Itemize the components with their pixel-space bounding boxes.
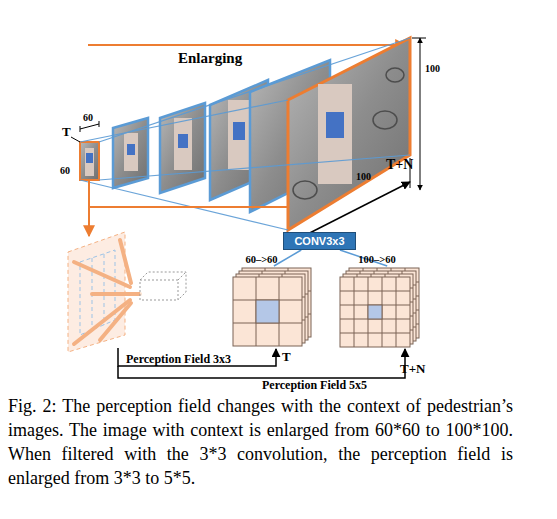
dimension-label: 100 [356,172,371,182]
image-sequence [80,38,410,230]
figure-caption: Fig. 2: The perception field changes wit… [8,394,513,490]
perception-illustration [68,232,186,352]
large-image [288,38,410,230]
small-image [80,142,99,180]
center-cell [256,300,279,323]
pedestrian [124,133,138,171]
receptive-cube [178,272,186,280]
dimension-label: T [62,125,71,138]
map-heading: 60–>60 [221,255,302,266]
pedestrian-box [127,144,135,155]
feature-map-stack: 100–>60 [338,266,420,347]
dimension-label: 100 [425,64,440,74]
context-image [160,103,205,193]
conv-block: CONV3x3 [283,232,356,250]
connector-line [274,250,301,266]
dimension-label: T+N [400,362,425,375]
title-arrow-label: Enlarging [178,51,242,66]
field-bracket [118,349,405,378]
feature-map-5x5 [340,268,419,347]
bicycle-wheel [293,181,317,199]
field-label: Perception Field 5x5 [262,379,367,391]
pedestrian [318,84,352,184]
enlarging-arrow [88,44,406,46]
bicycle-wheel [386,68,404,82]
receptive-cube [140,272,186,300]
receptive-cube [140,280,178,300]
pedestrian-box [326,112,344,138]
pedestrian-box [233,122,245,140]
field-arrows [74,240,140,344]
pedestrian-box [86,153,93,163]
dimension-label: T [282,350,291,363]
dimension-lines [71,38,426,250]
flow-arrow [88,207,90,236]
flow-line [89,180,288,207]
feature-map-3x3 [233,268,311,346]
pedestrian [174,118,192,170]
dimension-label: 60 [83,113,93,123]
bicycle-wheel [373,111,397,129]
center-cell [368,305,382,319]
dimension-label: 60 [60,166,70,176]
block-label: CONV3x3 [294,236,344,247]
pedestrian-box [178,134,188,148]
field-label: Perception Field 3x3 [126,353,231,365]
dimension-label: T+N [386,158,413,172]
field-guide [104,254,105,325]
field-bracket [118,348,276,366]
pedestrian [85,148,94,176]
perspective-lines [80,38,410,230]
feature-map-stack: 60–>60 [231,266,312,347]
map-heading: 100–>60 [336,255,418,266]
